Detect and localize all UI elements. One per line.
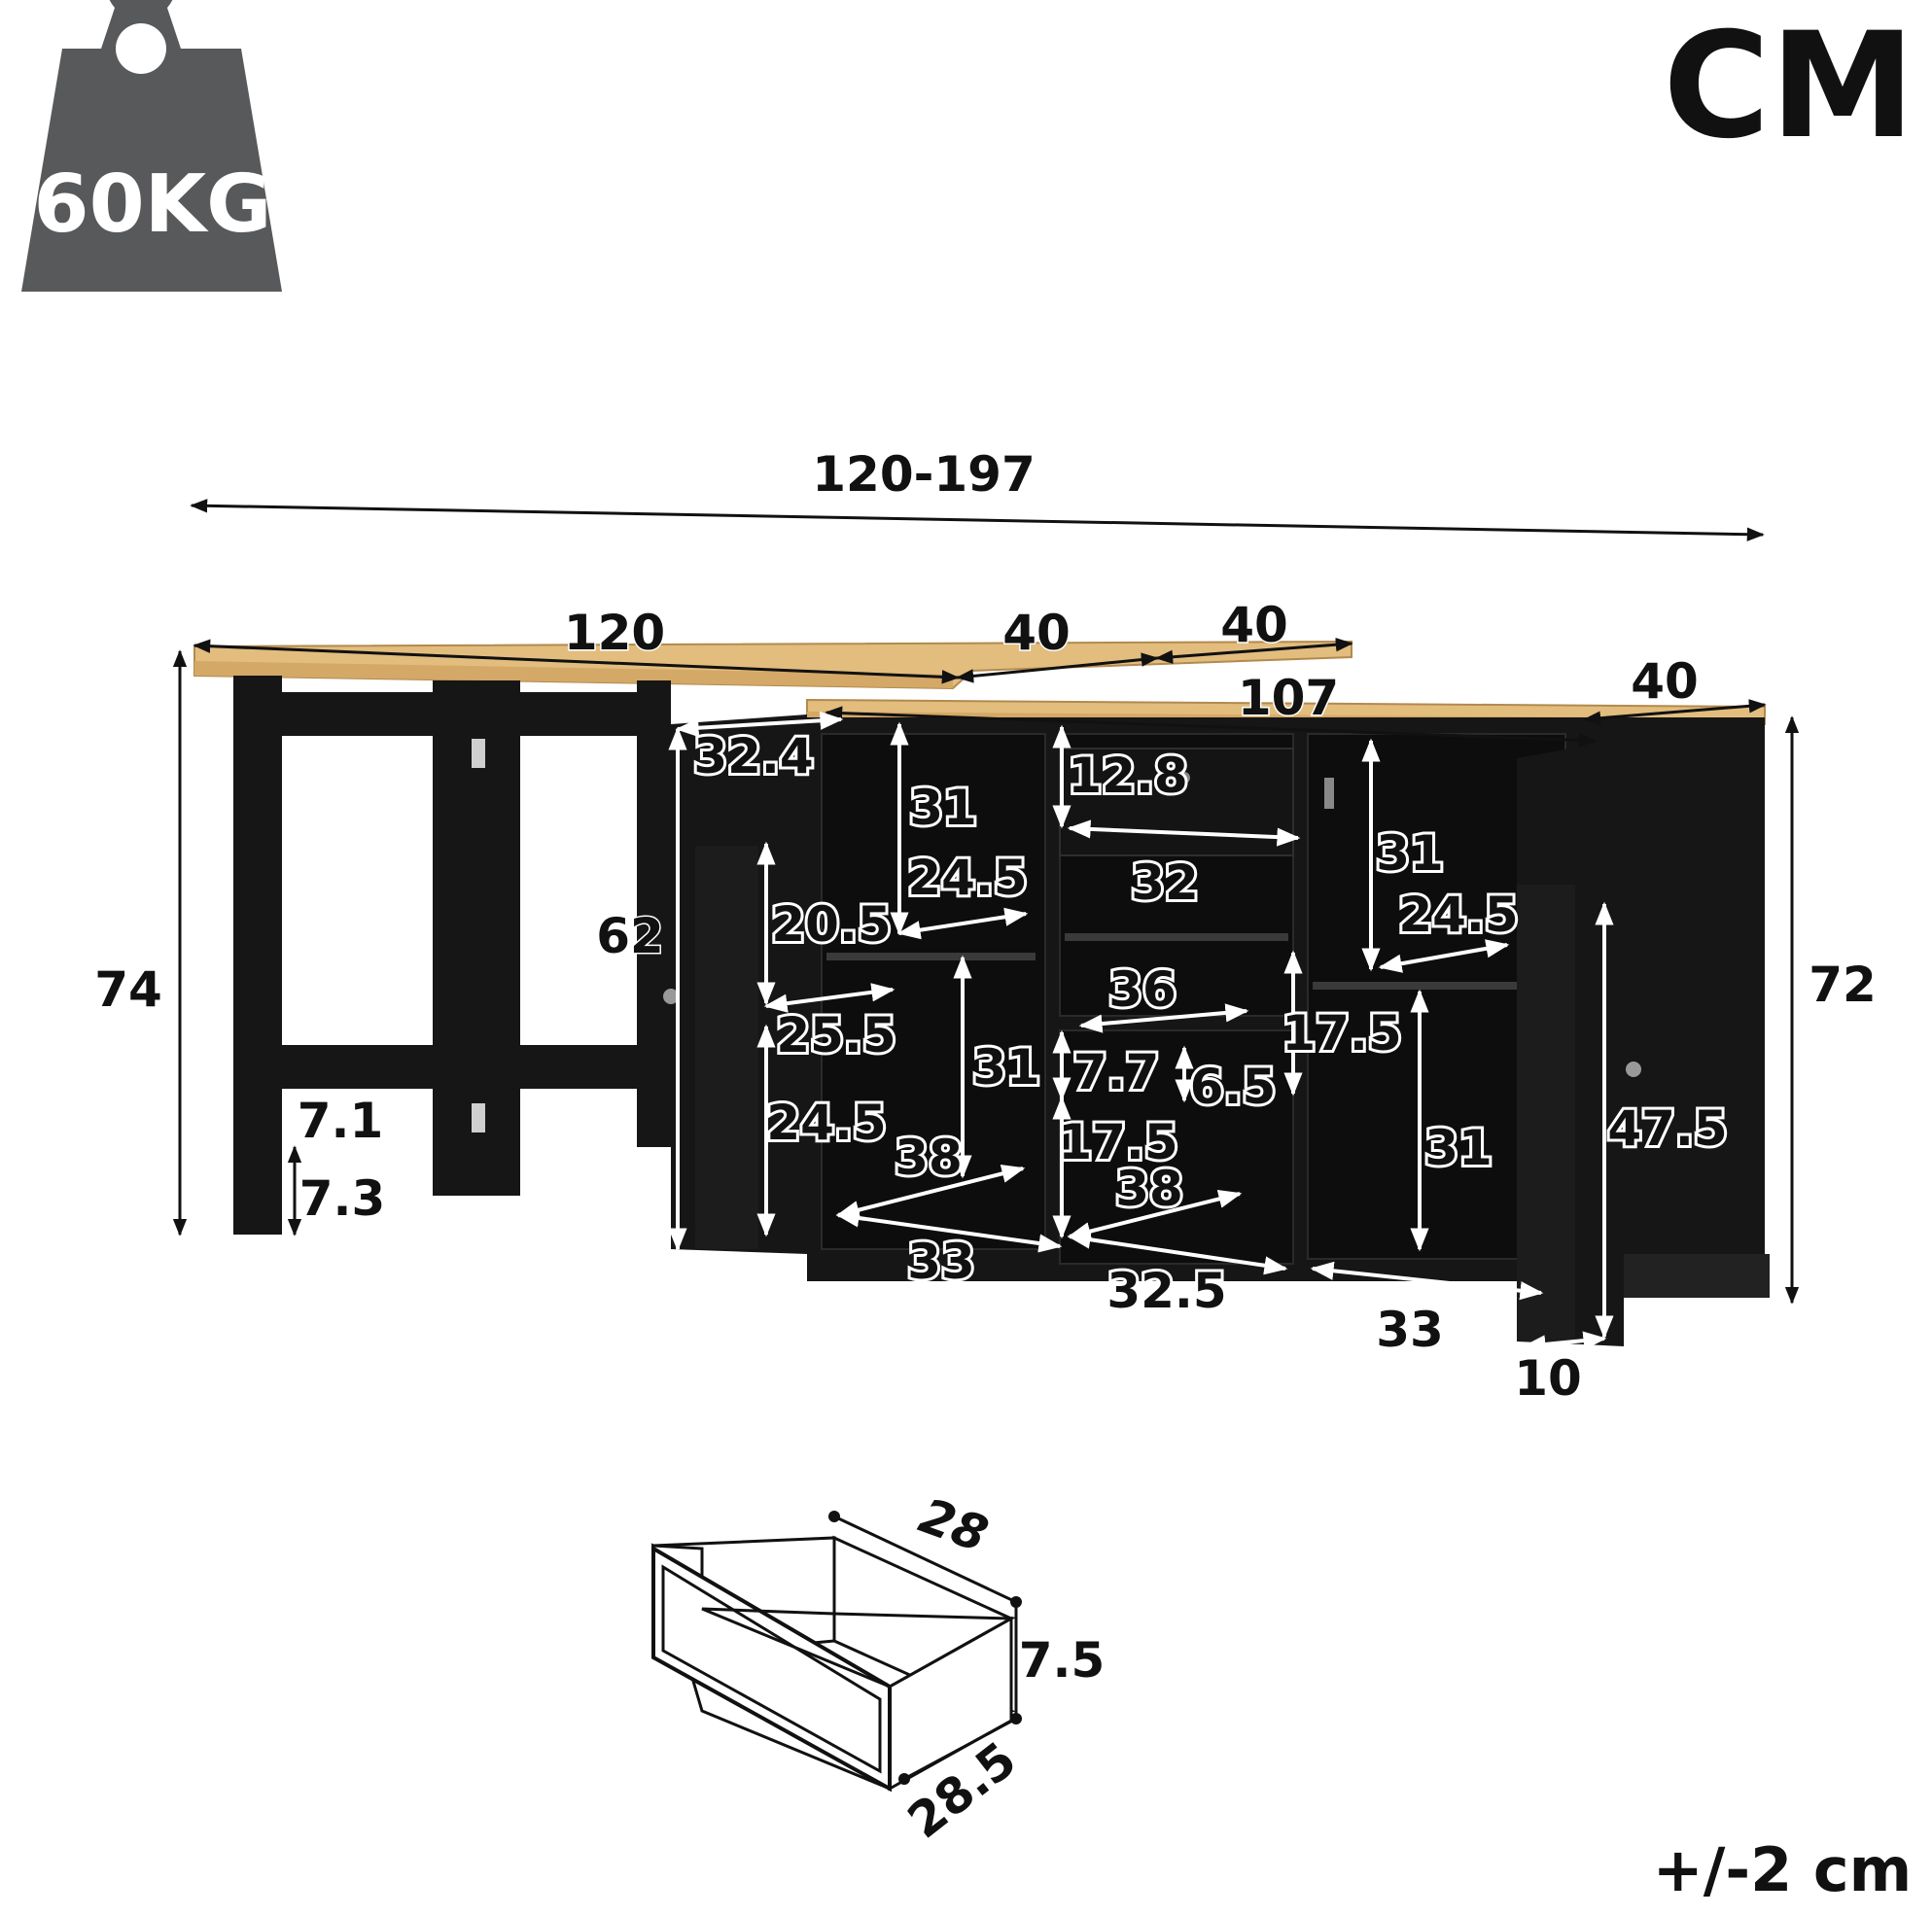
drawer-height: 7.5 (1019, 1632, 1106, 1689)
dim-door-shelf-gap-top: 20.5 (771, 896, 891, 953)
dim-right-shelf-depth: 24.5 (1398, 887, 1518, 943)
dim-right-door-depth: 10 (1514, 1350, 1582, 1407)
dim-middle-bottom-width: 32.5 (1107, 1263, 1226, 1319)
dim-arrows-inner (668, 711, 1614, 1354)
dim-middle-open-height: 17.5 (1282, 1005, 1401, 1062)
dim-cabinet-width: 107 (1238, 670, 1339, 726)
dim-foot-height: 7.1 (298, 1093, 384, 1149)
dim-right-door-shelf: 47.5 (1607, 1100, 1727, 1157)
dim-cabinet-depth: 40 (1631, 653, 1699, 710)
dim-right-bottom-width: 33 (1376, 1302, 1444, 1358)
dim-arrows (172, 638, 1800, 1305)
dim-drawer-height: 12.8 (1068, 748, 1187, 804)
dim-left-lower-height: 31 (972, 1039, 1040, 1096)
dim-total-width-arrow (190, 499, 1765, 541)
dim-left-shelf-depth: 24.5 (907, 850, 1027, 906)
dim-cabinet-height: 72 (1809, 957, 1877, 1013)
dim-desk-height: 74 (94, 961, 162, 1018)
dim-middle-lower-height: 17.5 (1058, 1114, 1177, 1170)
dim-middle-lower-depth: 38 (1115, 1161, 1183, 1217)
dim-swivel-top-a: 40 (1002, 605, 1071, 661)
dim-left-lower-depth: 38 (895, 1130, 963, 1186)
dim-drawer-front-width: 32 (1131, 854, 1199, 911)
unit-label: CM (1663, 2, 1914, 171)
dim-middle-small-1: 7.7 (1073, 1044, 1160, 1100)
dim-total-width: 120-197 (812, 446, 1036, 503)
weight-label: 60KG (34, 158, 272, 251)
dim-left-compartment-height: 31 (909, 780, 977, 836)
dim-foot-rail: 7.3 (299, 1170, 386, 1227)
dim-door-shelf-top: 32.4 (693, 728, 813, 784)
dim-right-compartment-height: 31 (1376, 825, 1444, 882)
dim-door-shelf-width: 25.5 (776, 1007, 896, 1063)
dim-door-height: 62 (596, 908, 664, 964)
drawer-detail (650, 1511, 1022, 1793)
dim-middle-open-width: 36 (1108, 961, 1177, 1018)
weight-icon: 60KG (21, 0, 282, 292)
dim-door-shelf-gap-bottom: 24.5 (766, 1095, 886, 1151)
dim-swivel-top-b: 40 (1220, 597, 1288, 653)
dim-desk-width: 120 (564, 605, 665, 661)
dim-left-bottom-width: 33 (907, 1234, 975, 1290)
dim-right-lower-height: 31 (1424, 1120, 1493, 1176)
drawer-width: 28 (912, 1487, 995, 1563)
tolerance-label: +/-2 cm (1653, 1834, 1912, 1905)
dim-middle-small-2: 6.5 (1190, 1059, 1277, 1115)
